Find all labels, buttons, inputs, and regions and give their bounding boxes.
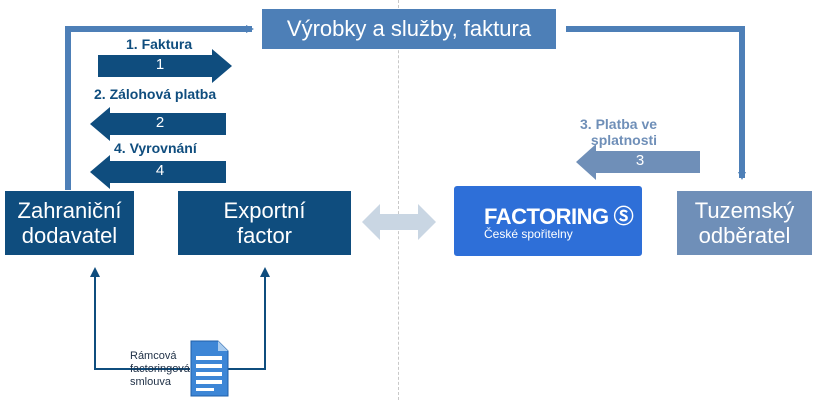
contract-caption-line-3: smlouva: [130, 376, 171, 389]
step-2-number: 2: [155, 114, 165, 131]
factoring-subtitle: České spořitelny: [484, 227, 573, 241]
customer-box: Tuzemský odběratel: [677, 191, 812, 255]
arrow-step-3: [576, 144, 700, 180]
factoring-title: FACTORING Ⓢ: [484, 204, 634, 229]
arrow-step-2: [90, 107, 226, 141]
step-4-label: 4. Vyrovnání: [114, 140, 197, 156]
step-3-number: 3: [635, 152, 645, 169]
section-divider: [398, 0, 399, 400]
contract-line-supplier: [90, 267, 190, 370]
contract-caption-line-2: factoringová: [130, 363, 190, 376]
step-3-label: 3. Platba ve splatnosti: [580, 116, 657, 148]
document-icon: [190, 340, 229, 397]
step-3-label-line-1: 3. Platba ve: [580, 116, 658, 132]
step-1-label: 1. Faktura: [126, 36, 193, 52]
goods-flow-line: [65, 25, 254, 190]
step-1-number: 1: [155, 56, 165, 73]
step-4-number: 4: [155, 162, 165, 179]
export-factor-box: Exportní factor: [178, 191, 351, 255]
ceska-sporitelna-s-logo-icon: Ⓢ: [613, 206, 634, 228]
factoring-cs-logo-box: FACTORING Ⓢ České spořitelny: [454, 186, 642, 256]
top-box-goods-invoice: Výrobky a služby, faktura: [262, 9, 556, 49]
contract-caption: Rámcová factoringová smlouva: [130, 350, 190, 390]
delivery-flow-line: [566, 26, 746, 180]
double-arrow: [362, 204, 436, 240]
step-2-label: 2. Zálohová platba: [94, 86, 217, 102]
arrow-step-1: [98, 49, 232, 83]
arrow-step-4: [90, 155, 226, 189]
contract-caption-line-1: Rámcová: [130, 350, 177, 362]
step-3-label-line-2: splatnosti: [590, 132, 658, 149]
contract-line-factor: [228, 267, 270, 370]
supplier-box: Zahraniční dodavatel: [5, 191, 134, 255]
